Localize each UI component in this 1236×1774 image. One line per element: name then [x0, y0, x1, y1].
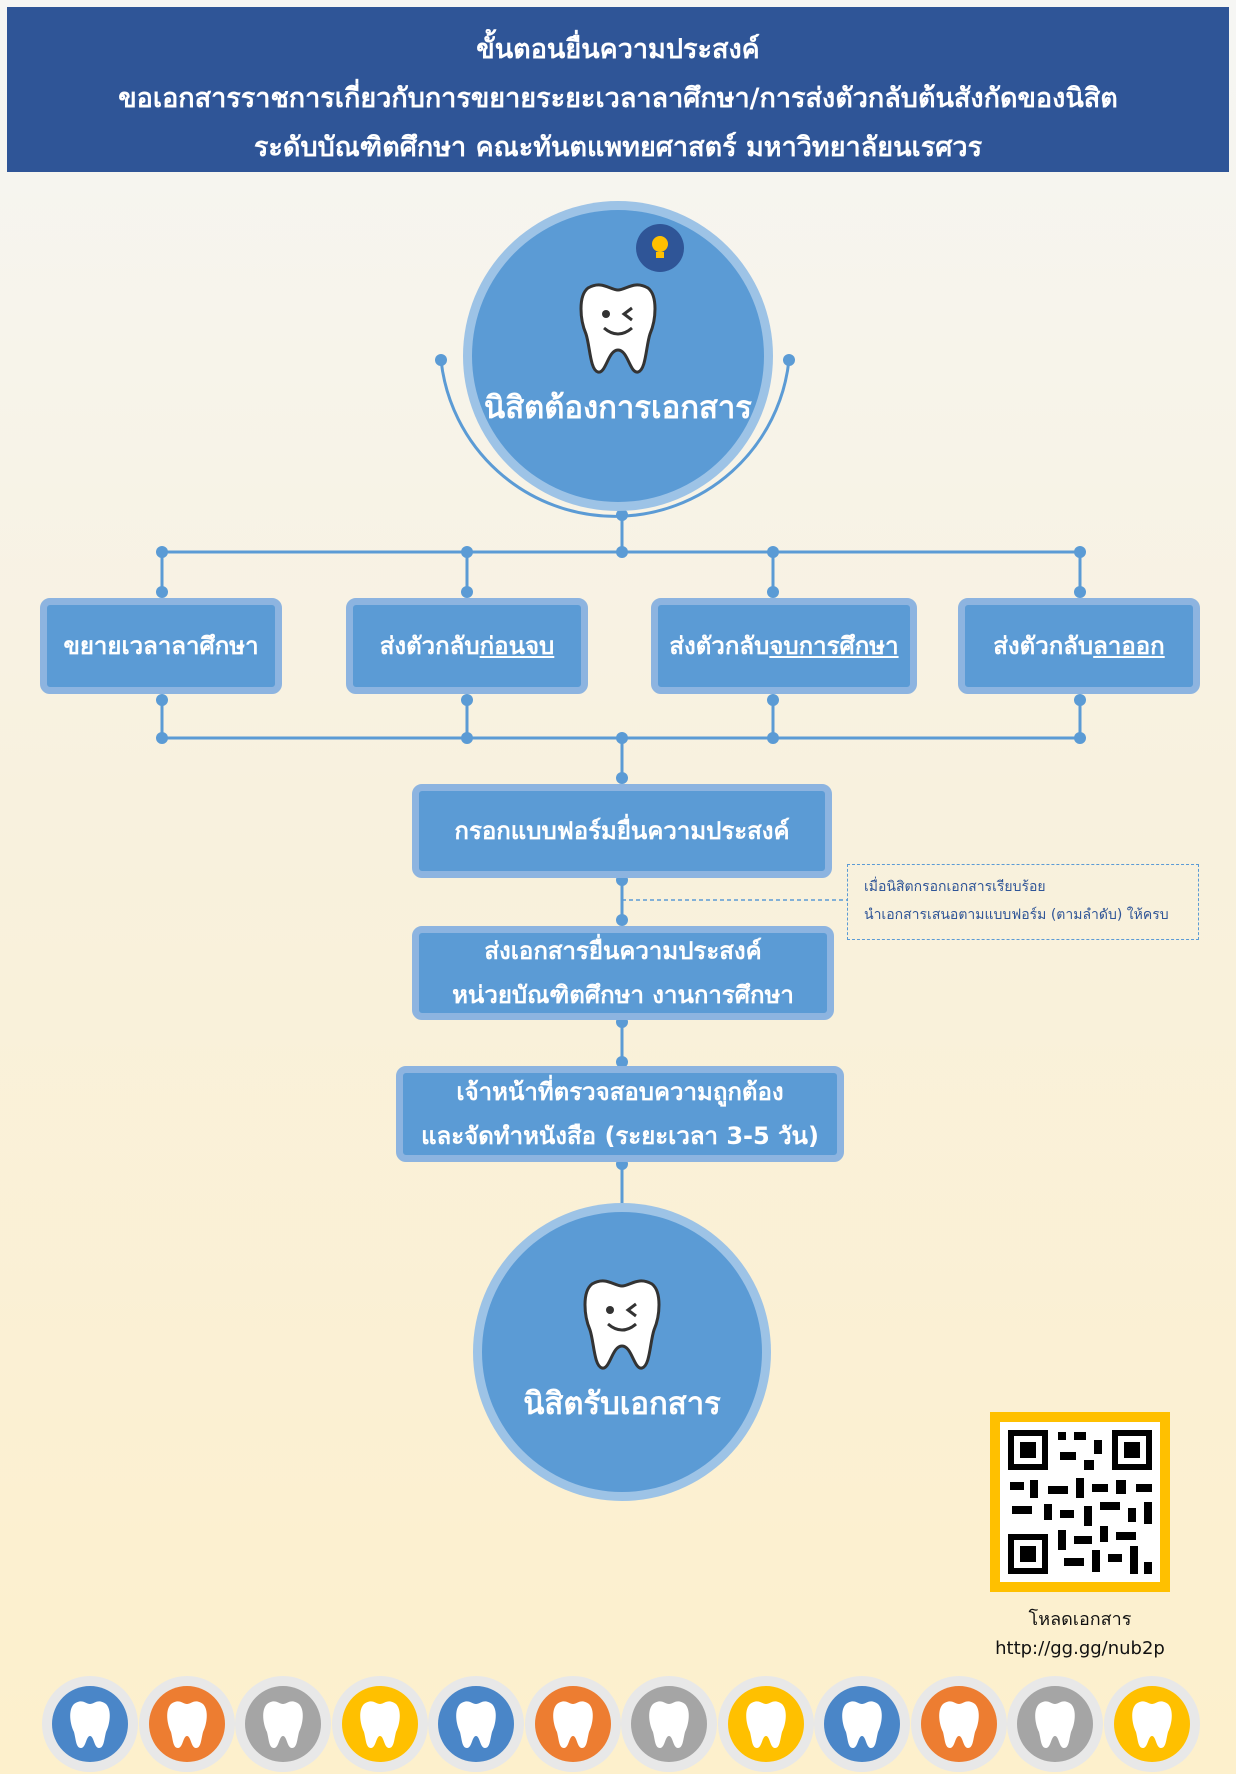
start-arc: [439, 359, 791, 518]
implant-tooth-icon: [727, 1686, 804, 1762]
implant-tooth-icon: [341, 1686, 418, 1762]
implant-tooth-icon: [1113, 1686, 1190, 1762]
step-submit-documents: ส่งเอกสารยื่นความประสงค์ หน่วยบัณฑิตศึกษ…: [412, 926, 834, 1020]
step-officer-review: เจ้าหน้าที่ตรวจสอบความถูกต้อง และจัดทำหน…: [396, 1066, 844, 1162]
start-node: นิสิตต้องการเอกสาร: [472, 210, 764, 502]
end-node: นิสิตรับเอกสาร: [482, 1212, 762, 1492]
smiling-tooth-icon: [583, 1279, 661, 1370]
step-label: และจัดทำหนังสือ (ระยะเวลา 3-5 วัน): [421, 1122, 819, 1150]
braces-tooth-icon: [920, 1686, 997, 1762]
option-extend-leave: ขยายเวลาลาศึกษา: [40, 598, 282, 694]
option-label-emphasis: จบการศึกษา: [769, 632, 899, 660]
tooth-icon: [52, 1686, 128, 1762]
option-label: ส่งตัวกลับ: [993, 632, 1094, 660]
option-return-graduated: ส่งตัวกลับจบการศึกษา: [651, 598, 917, 694]
cracked-tooth-icon: [631, 1686, 707, 1762]
option-label: ส่งตัวกลับ: [379, 632, 480, 660]
tooth-icon: [438, 1686, 514, 1762]
step-fill-form: กรอกแบบฟอร์มยื่นความประสงค์: [412, 784, 832, 878]
cracked-tooth-icon: [245, 1686, 321, 1762]
tooth-icon: [824, 1686, 900, 1762]
step-label: ส่งเอกสารยื่นความประสงค์: [484, 937, 762, 965]
header-institution: ระดับบัณฑิตศึกษา คณะทันตแพทยศาสตร์ มหาวิ…: [253, 132, 983, 163]
qr-code-frame: [990, 1412, 1170, 1592]
cracked-tooth-icon: [1017, 1686, 1093, 1762]
footer-icon-row: [0, 1676, 1236, 1774]
end-node-label: นิสิตรับเอกสาร: [523, 1386, 721, 1422]
option-label: ขยายเวลาลาศึกษา: [63, 632, 259, 660]
option-label: ส่งตัวกลับ: [669, 632, 770, 660]
option-label-emphasis: ลาออก: [1093, 632, 1165, 660]
option-return-resigned: ส่งตัวกลับลาออก: [958, 598, 1200, 694]
step-label: หน่วยบัณฑิตศึกษา งานการศึกษา: [452, 981, 794, 1009]
start-node-label: นิสิตต้องการเอกสาร: [484, 390, 752, 426]
option-return-before-graduation: ส่งตัวกลับก่อนจบ: [346, 598, 588, 694]
header-subtitle: ขอเอกสารราชการเกี่ยวกับการขยายระยะเวลาลา…: [118, 83, 1118, 114]
braces-tooth-icon: [148, 1686, 225, 1762]
page-header: ขั้นตอนยื่นความประสงค์ ขอเอกสารราชการเกี…: [7, 7, 1229, 172]
note-line: เมื่อนิสิตกรอกเอกสารเรียบร้อย: [864, 879, 1046, 895]
step-label: เจ้าหน้าที่ตรวจสอบความถูกต้อง: [456, 1078, 784, 1106]
header-title: ขั้นตอนยื่นความประสงค์: [476, 34, 760, 65]
step-label: กรอกแบบฟอร์มยื่นความประสงค์: [454, 817, 790, 845]
smiling-tooth-icon: [579, 283, 657, 374]
download-link[interactable]: http://gg.gg/nub2p: [995, 1638, 1165, 1659]
lightbulb-icon: [636, 224, 684, 272]
qr-code[interactable]: [1000, 1422, 1160, 1582]
braces-tooth-icon: [534, 1686, 611, 1762]
download-label: โหลดเอกสาร: [1028, 1609, 1132, 1630]
note-callout: เมื่อนิสิตกรอกเอกสารเรียบร้อย นำเอกสารเส…: [847, 864, 1199, 940]
option-label-emphasis: ก่อนจบ: [479, 632, 555, 660]
qr-code-icon: [1008, 1430, 1152, 1574]
note-line: นำเอกสารเสนอตามแบบฟอร์ม (ตามลำดับ) ให้คร…: [864, 907, 1169, 923]
